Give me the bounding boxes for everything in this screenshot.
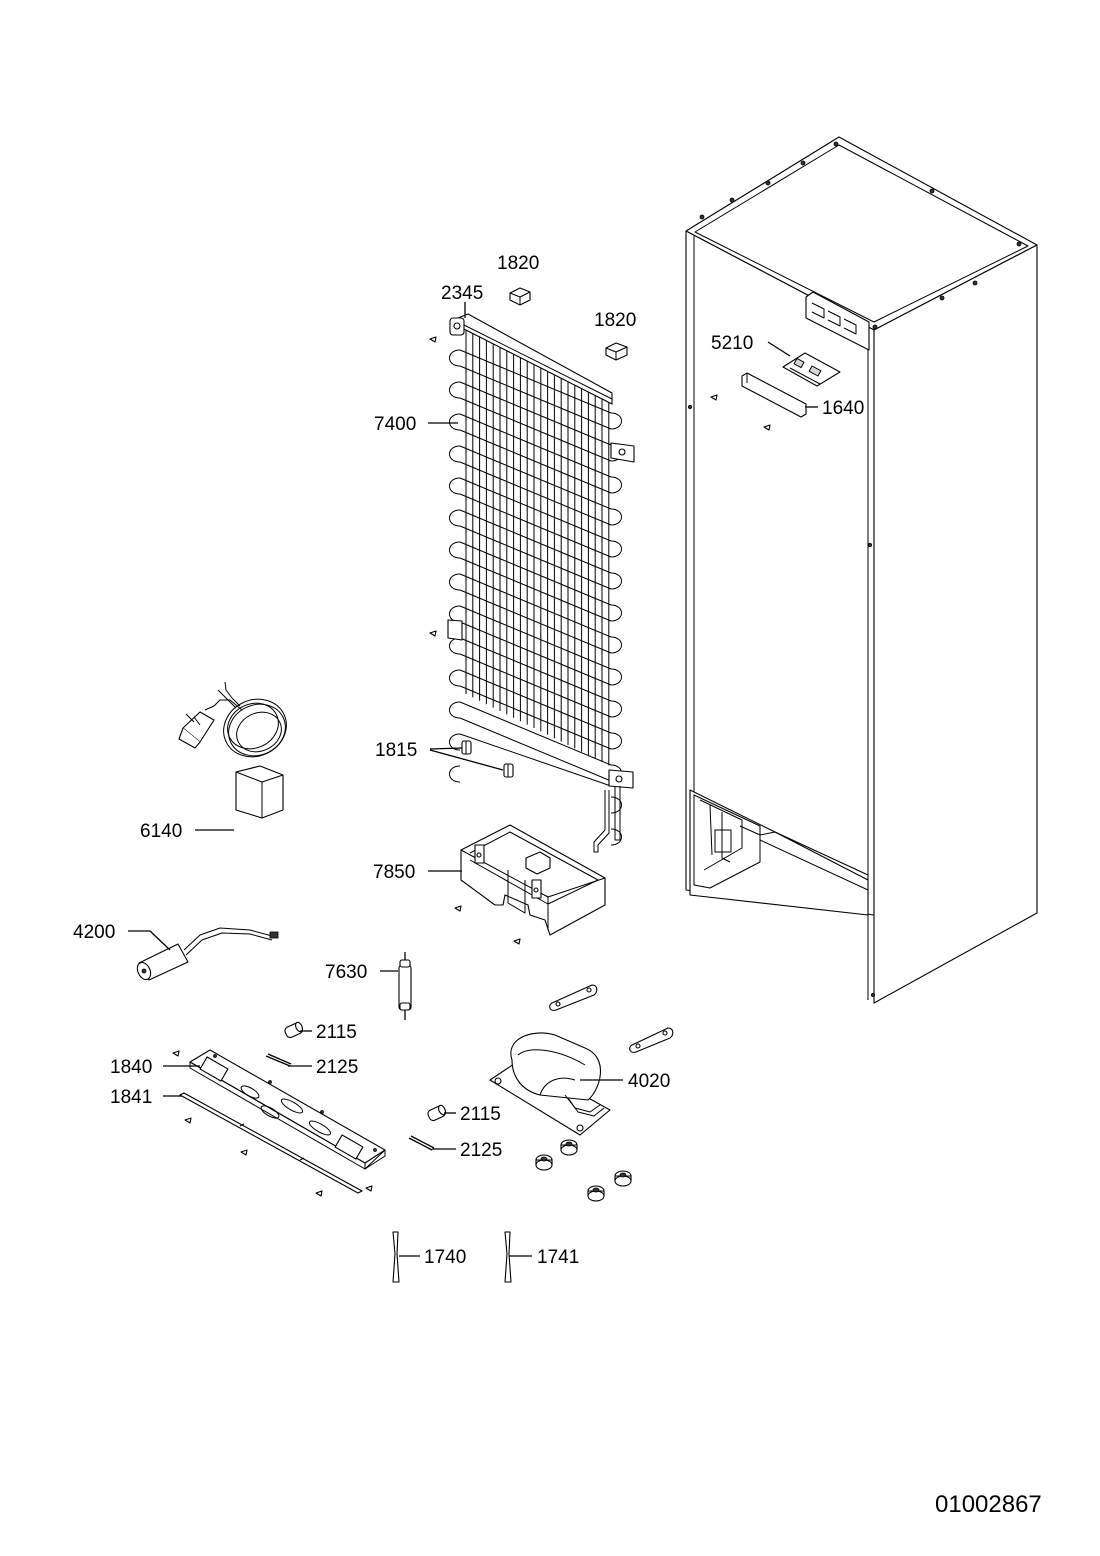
callout-labels: 1820 2345 1820 5210 7400 1640 1815 6140 …: [73, 253, 864, 1268]
rubber-block-1820-top: [509, 287, 531, 306]
power-cord: [178, 681, 287, 758]
filter-drier-7630: [398, 952, 412, 1020]
compressor-brackets: [549, 984, 674, 1053]
leader-lines: [128, 302, 818, 1257]
tube-1740: [392, 1231, 400, 1283]
cabinet-body: [685, 136, 1038, 1004]
condenser-coil: [449, 326, 622, 846]
condenser-top-bar: [449, 313, 613, 405]
callout-2125-upper: 2125: [316, 1057, 358, 1078]
pin-2125: [265, 1053, 435, 1151]
callout-6140: 6140: [140, 821, 182, 842]
capacitor-4200: [136, 927, 279, 981]
clip-1815: [461, 740, 514, 778]
callout-4200: 4200: [73, 922, 115, 943]
callout-4020: 4020: [628, 1071, 670, 1092]
callout-1740: 1740: [424, 1247, 466, 1268]
rail-1841: [179, 1092, 373, 1197]
condenser-side-brackets: [447, 442, 635, 853]
callout-1815: 1815: [375, 740, 417, 761]
control-board-5210: [782, 352, 841, 387]
sleeve-2115: [284, 1021, 446, 1122]
callout-1841: 1841: [110, 1087, 152, 1108]
callout-7400: 7400: [374, 414, 416, 435]
drip-tray-7850: [454, 824, 606, 945]
callout-7630: 7630: [325, 962, 367, 983]
electrical-box-6140: [235, 765, 284, 819]
callout-7850: 7850: [373, 862, 415, 883]
cover-screws-1640: [710, 394, 771, 431]
callout-2115-lower: 2115: [460, 1104, 501, 1125]
compressor-4020: [489, 1032, 611, 1136]
callout-2345: 2345: [441, 283, 483, 304]
callout-1640: 1640: [822, 398, 864, 419]
condenser-screws: [429, 336, 437, 637]
drawing-number: 01002867: [935, 1491, 1042, 1518]
callout-2115-upper: 2115: [316, 1022, 357, 1043]
callout-1820-right: 1820: [594, 310, 636, 331]
rubber-grommets: [535, 1139, 632, 1202]
callout-1820-top: 1820: [497, 253, 539, 274]
callout-1741: 1741: [537, 1247, 579, 1268]
rubber-block-1820-right: [605, 342, 628, 361]
cover-strip-1640: [741, 372, 807, 418]
tube-1741: [504, 1231, 512, 1283]
callout-5210: 5210: [711, 333, 753, 354]
callout-1840: 1840: [110, 1057, 152, 1078]
callout-2125-lower: 2125: [460, 1140, 502, 1161]
